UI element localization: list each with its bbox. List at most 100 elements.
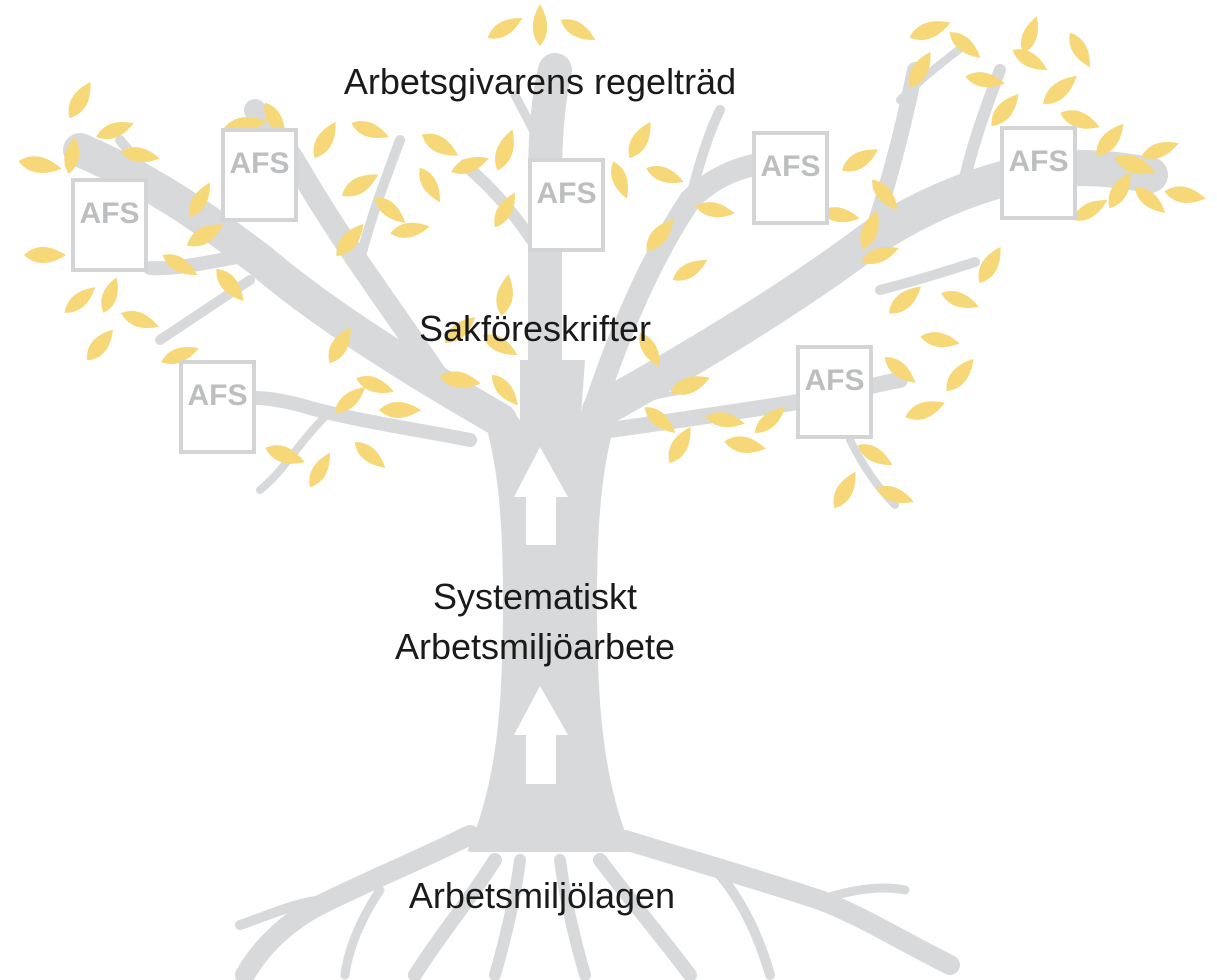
afs-document: AFS — [1000, 126, 1077, 220]
afs-document-frame — [796, 345, 873, 439]
leaf — [820, 207, 860, 223]
leaf — [1164, 186, 1206, 203]
leaf — [560, 19, 596, 41]
leaf — [161, 347, 199, 365]
leaf — [668, 426, 691, 464]
afs-document: AFS — [179, 360, 256, 454]
trunk-label-line-1: Systematiskt — [433, 576, 637, 617]
leaf — [1114, 155, 1156, 174]
leaf — [670, 376, 710, 395]
leaf — [379, 402, 421, 418]
leaf — [421, 133, 459, 156]
leaf — [336, 223, 364, 257]
leaf — [672, 259, 708, 281]
leaf — [189, 182, 211, 218]
leaf — [841, 149, 879, 172]
leaf — [1069, 32, 1091, 68]
leaf — [121, 310, 159, 328]
leaf — [884, 357, 916, 383]
leaf — [876, 485, 914, 503]
leaf — [356, 375, 394, 393]
trunk-label-line-2: Arbetsmiljöarbete — [395, 626, 675, 667]
leaf — [1012, 49, 1048, 71]
leaf — [328, 326, 351, 364]
tree-trunk — [468, 423, 632, 852]
leaf — [754, 407, 786, 433]
leaf — [439, 371, 481, 388]
leaf — [860, 210, 879, 250]
leaf — [965, 72, 1005, 88]
afs-document: AFS — [796, 345, 873, 439]
leaf — [96, 122, 134, 140]
leaf — [1060, 110, 1100, 129]
leaf — [905, 401, 945, 420]
afs-document-label: AFS — [230, 147, 290, 180]
afs-document-frame — [71, 178, 148, 272]
leaf — [64, 287, 96, 313]
leaf — [646, 165, 684, 183]
diagram-title: Arbetsgivarens regelträd — [344, 61, 736, 102]
leaf — [1072, 199, 1108, 221]
leaf — [313, 121, 336, 159]
leaf — [610, 161, 628, 199]
leaf — [341, 174, 379, 197]
leaf — [68, 81, 91, 119]
leaf — [419, 167, 441, 203]
leaf — [494, 192, 516, 228]
leaf — [978, 246, 1001, 284]
leaf — [64, 136, 80, 174]
leaf — [888, 286, 922, 314]
leaf — [909, 21, 951, 40]
leaf — [908, 51, 931, 89]
afs-document-frame — [1000, 126, 1077, 220]
leaf — [492, 374, 518, 406]
leaf — [374, 197, 406, 223]
leaf — [705, 412, 745, 428]
afs-document-label: AFS — [188, 379, 248, 412]
afs-document-frame — [752, 131, 829, 225]
leaf — [941, 290, 979, 308]
leaf — [857, 444, 893, 466]
leaf — [482, 334, 518, 356]
leaf — [695, 202, 735, 218]
afs-document-frame — [179, 360, 256, 454]
leaf — [487, 17, 523, 39]
up-arrow-icon — [514, 447, 568, 545]
afs-document: AFS — [221, 128, 298, 222]
leaf — [724, 436, 766, 453]
leaf — [646, 218, 674, 252]
leaf — [334, 387, 366, 413]
leaf — [1096, 123, 1124, 157]
afs-document: AFS — [528, 158, 605, 252]
afs-document-label: AFS — [537, 177, 597, 210]
leaf — [946, 358, 974, 392]
leaf — [861, 247, 899, 265]
leaf — [1043, 75, 1077, 105]
leaf — [872, 179, 898, 211]
leaf — [390, 222, 430, 238]
leaf — [949, 32, 981, 58]
leaf — [833, 471, 856, 509]
leaf — [354, 442, 386, 468]
leaf — [309, 452, 331, 488]
leaf — [216, 268, 244, 302]
leaf — [639, 332, 661, 368]
afs-document-label: AFS — [1009, 145, 1069, 178]
afs-document-label: AFS — [805, 364, 865, 397]
leaf — [532, 4, 548, 46]
leaf — [351, 120, 389, 138]
leaf — [120, 147, 160, 163]
leaf — [1108, 171, 1131, 209]
leaf — [24, 247, 66, 263]
leaf — [495, 129, 514, 171]
leaf — [265, 445, 305, 464]
afs-document-frame — [221, 128, 298, 222]
leaf — [444, 317, 476, 343]
leaf — [496, 274, 513, 316]
leaf — [18, 156, 62, 173]
leaf — [87, 329, 113, 361]
afs-document: AFS — [752, 131, 829, 225]
